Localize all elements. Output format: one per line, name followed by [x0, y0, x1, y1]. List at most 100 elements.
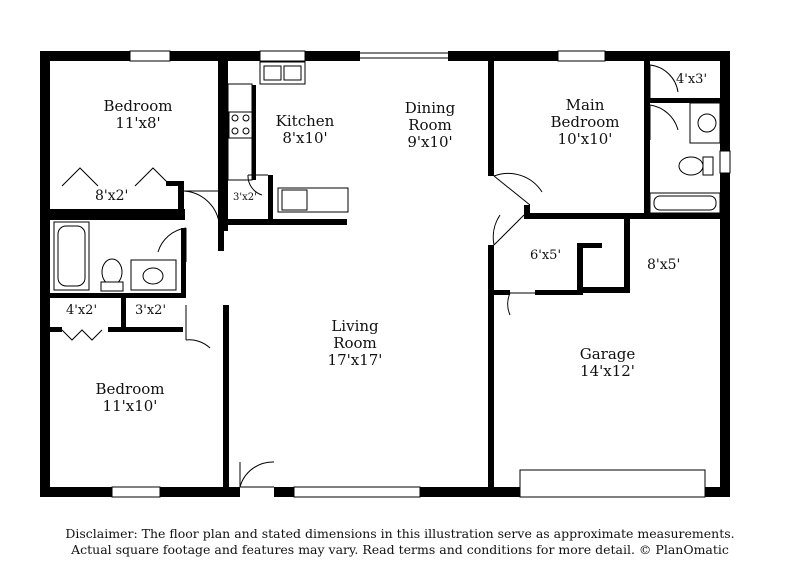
room-name-2: Room — [408, 116, 452, 134]
outer-wall-bottom-left — [40, 487, 112, 497]
bath-sink — [142, 267, 164, 285]
outer-wall-bottom-living — [274, 487, 294, 497]
closet-main: 4'x3' — [676, 72, 708, 87]
wall-bath-top — [50, 215, 185, 220]
room-name: Bedroom — [103, 97, 173, 115]
wall-main-diag — [524, 205, 530, 219]
wall-pantry-right — [268, 175, 273, 219]
closet-laundry: 6'x5' — [530, 248, 562, 263]
closet-bed-top: 8'x2' — [95, 188, 129, 204]
room-kitchen: Kitchen 8'x10' — [270, 113, 340, 147]
outer-wall-bottom-living2 — [420, 487, 520, 497]
wall-bath-left — [644, 61, 650, 213]
closet-hall-a: 4'x2' — [66, 303, 98, 318]
wall-closet-cap — [166, 181, 184, 186]
wall-laundry-bot — [535, 290, 583, 295]
outer-wall-bottom-garage — [705, 487, 730, 497]
room-dims: 11'x8' — [115, 114, 161, 132]
wall-bath-right — [181, 228, 186, 298]
main-bathtub-inner — [653, 195, 717, 211]
kitchen-sink-basin-b — [283, 65, 302, 81]
wall-closets-div — [121, 298, 126, 330]
main-toilet — [678, 156, 704, 176]
closet-bifold-top-b — [134, 167, 172, 187]
closet-pantry: 3'x2' — [233, 192, 257, 203]
door-main-bath — [649, 104, 679, 140]
wall-closet-a-bottom — [50, 327, 62, 332]
room-name: Main — [565, 96, 605, 114]
room-living: Living Room 17'x17' — [315, 318, 395, 369]
outer-wall-right-lower — [720, 173, 730, 497]
room-garage: Garage 14'x12' — [560, 346, 655, 380]
wall-main-bottom — [525, 213, 730, 219]
room-name: Living — [331, 317, 379, 335]
kitchen-sink-basin-a — [263, 65, 282, 81]
door-hall-closet — [185, 305, 211, 349]
wall-laundry-step-top — [577, 243, 602, 248]
room-name: Garage — [579, 345, 636, 363]
door-pantry — [247, 174, 268, 196]
wall-closet-right — [178, 181, 184, 215]
room-name: Dining — [404, 99, 456, 117]
wall-living-left — [223, 305, 229, 487]
wall-hall-kitchen — [222, 219, 347, 225]
wall-kitchen-left — [222, 61, 228, 231]
window-bath — [719, 150, 731, 174]
door-bath — [157, 227, 187, 262]
outer-wall-top-right — [448, 51, 558, 61]
burner-c — [231, 127, 239, 135]
outer-wall-top-far-right — [605, 51, 730, 61]
room-dims: 11'x10' — [102, 397, 158, 415]
outer-wall-top-middle — [305, 51, 360, 61]
room-dims: 10'x10' — [557, 130, 613, 148]
room-dims: 17'x17' — [327, 351, 383, 369]
wall-garage-left — [488, 290, 494, 487]
room-name: Kitchen — [275, 112, 335, 130]
window-bed-bottom — [111, 486, 161, 498]
wall-closet-main-bottom — [650, 98, 720, 103]
wall-laundry-left — [490, 290, 510, 295]
wall-bed-closet-top — [50, 209, 185, 215]
room-dims: 9'x10' — [407, 133, 453, 151]
room-dims: 14'x12' — [580, 362, 635, 380]
dishwasher — [281, 189, 308, 211]
bathtub-inner — [57, 225, 86, 287]
wall-main-left — [488, 61, 494, 176]
disclaimer-line-1: Disclaimer: The floor plan and stated di… — [65, 526, 735, 541]
wall-closets-bottom — [108, 327, 183, 332]
window-kitchen — [259, 50, 306, 62]
wall-kitchen-counter-div — [252, 85, 256, 180]
toilet-tank — [100, 281, 124, 292]
outer-wall-left — [40, 51, 50, 497]
window-main — [557, 50, 606, 62]
door-main — [493, 172, 543, 206]
wall-bed-kitchen — [218, 61, 224, 251]
room-name-2: Bedroom — [550, 113, 620, 131]
door-main-closet — [649, 64, 679, 98]
wall-bath-bottom — [50, 293, 186, 298]
wall-main-bottom-left — [488, 245, 494, 290]
door-front — [239, 461, 275, 488]
main-toilet-tank — [702, 156, 714, 176]
door-bed-top — [183, 190, 222, 223]
room-name: Bedroom — [95, 380, 165, 398]
burner-a — [231, 114, 239, 122]
window-bed-top — [129, 50, 171, 62]
disclaimer-line-2: Actual square footage and features may v… — [71, 542, 729, 557]
burner-b — [242, 114, 250, 122]
closet-hall-b: 3'x2' — [135, 303, 167, 318]
toilet — [101, 258, 123, 286]
wall-laundry-step — [577, 243, 583, 293]
room-name-2: Room — [333, 334, 377, 352]
wall-laundry-bottom — [580, 287, 630, 293]
window-living — [293, 486, 421, 498]
room-dims: 8'x10' — [282, 129, 328, 147]
closet-bifold-top-a — [61, 167, 99, 187]
room-main-bedroom: Main Bedroom 10'x10' — [535, 97, 635, 148]
door-garage — [507, 292, 535, 316]
garage-door — [519, 469, 706, 498]
room-bedroom-bottom: Bedroom 11'x10' — [80, 381, 180, 415]
door-laundry — [492, 214, 525, 246]
room-dining: Dining Room 9'x10' — [390, 100, 470, 151]
